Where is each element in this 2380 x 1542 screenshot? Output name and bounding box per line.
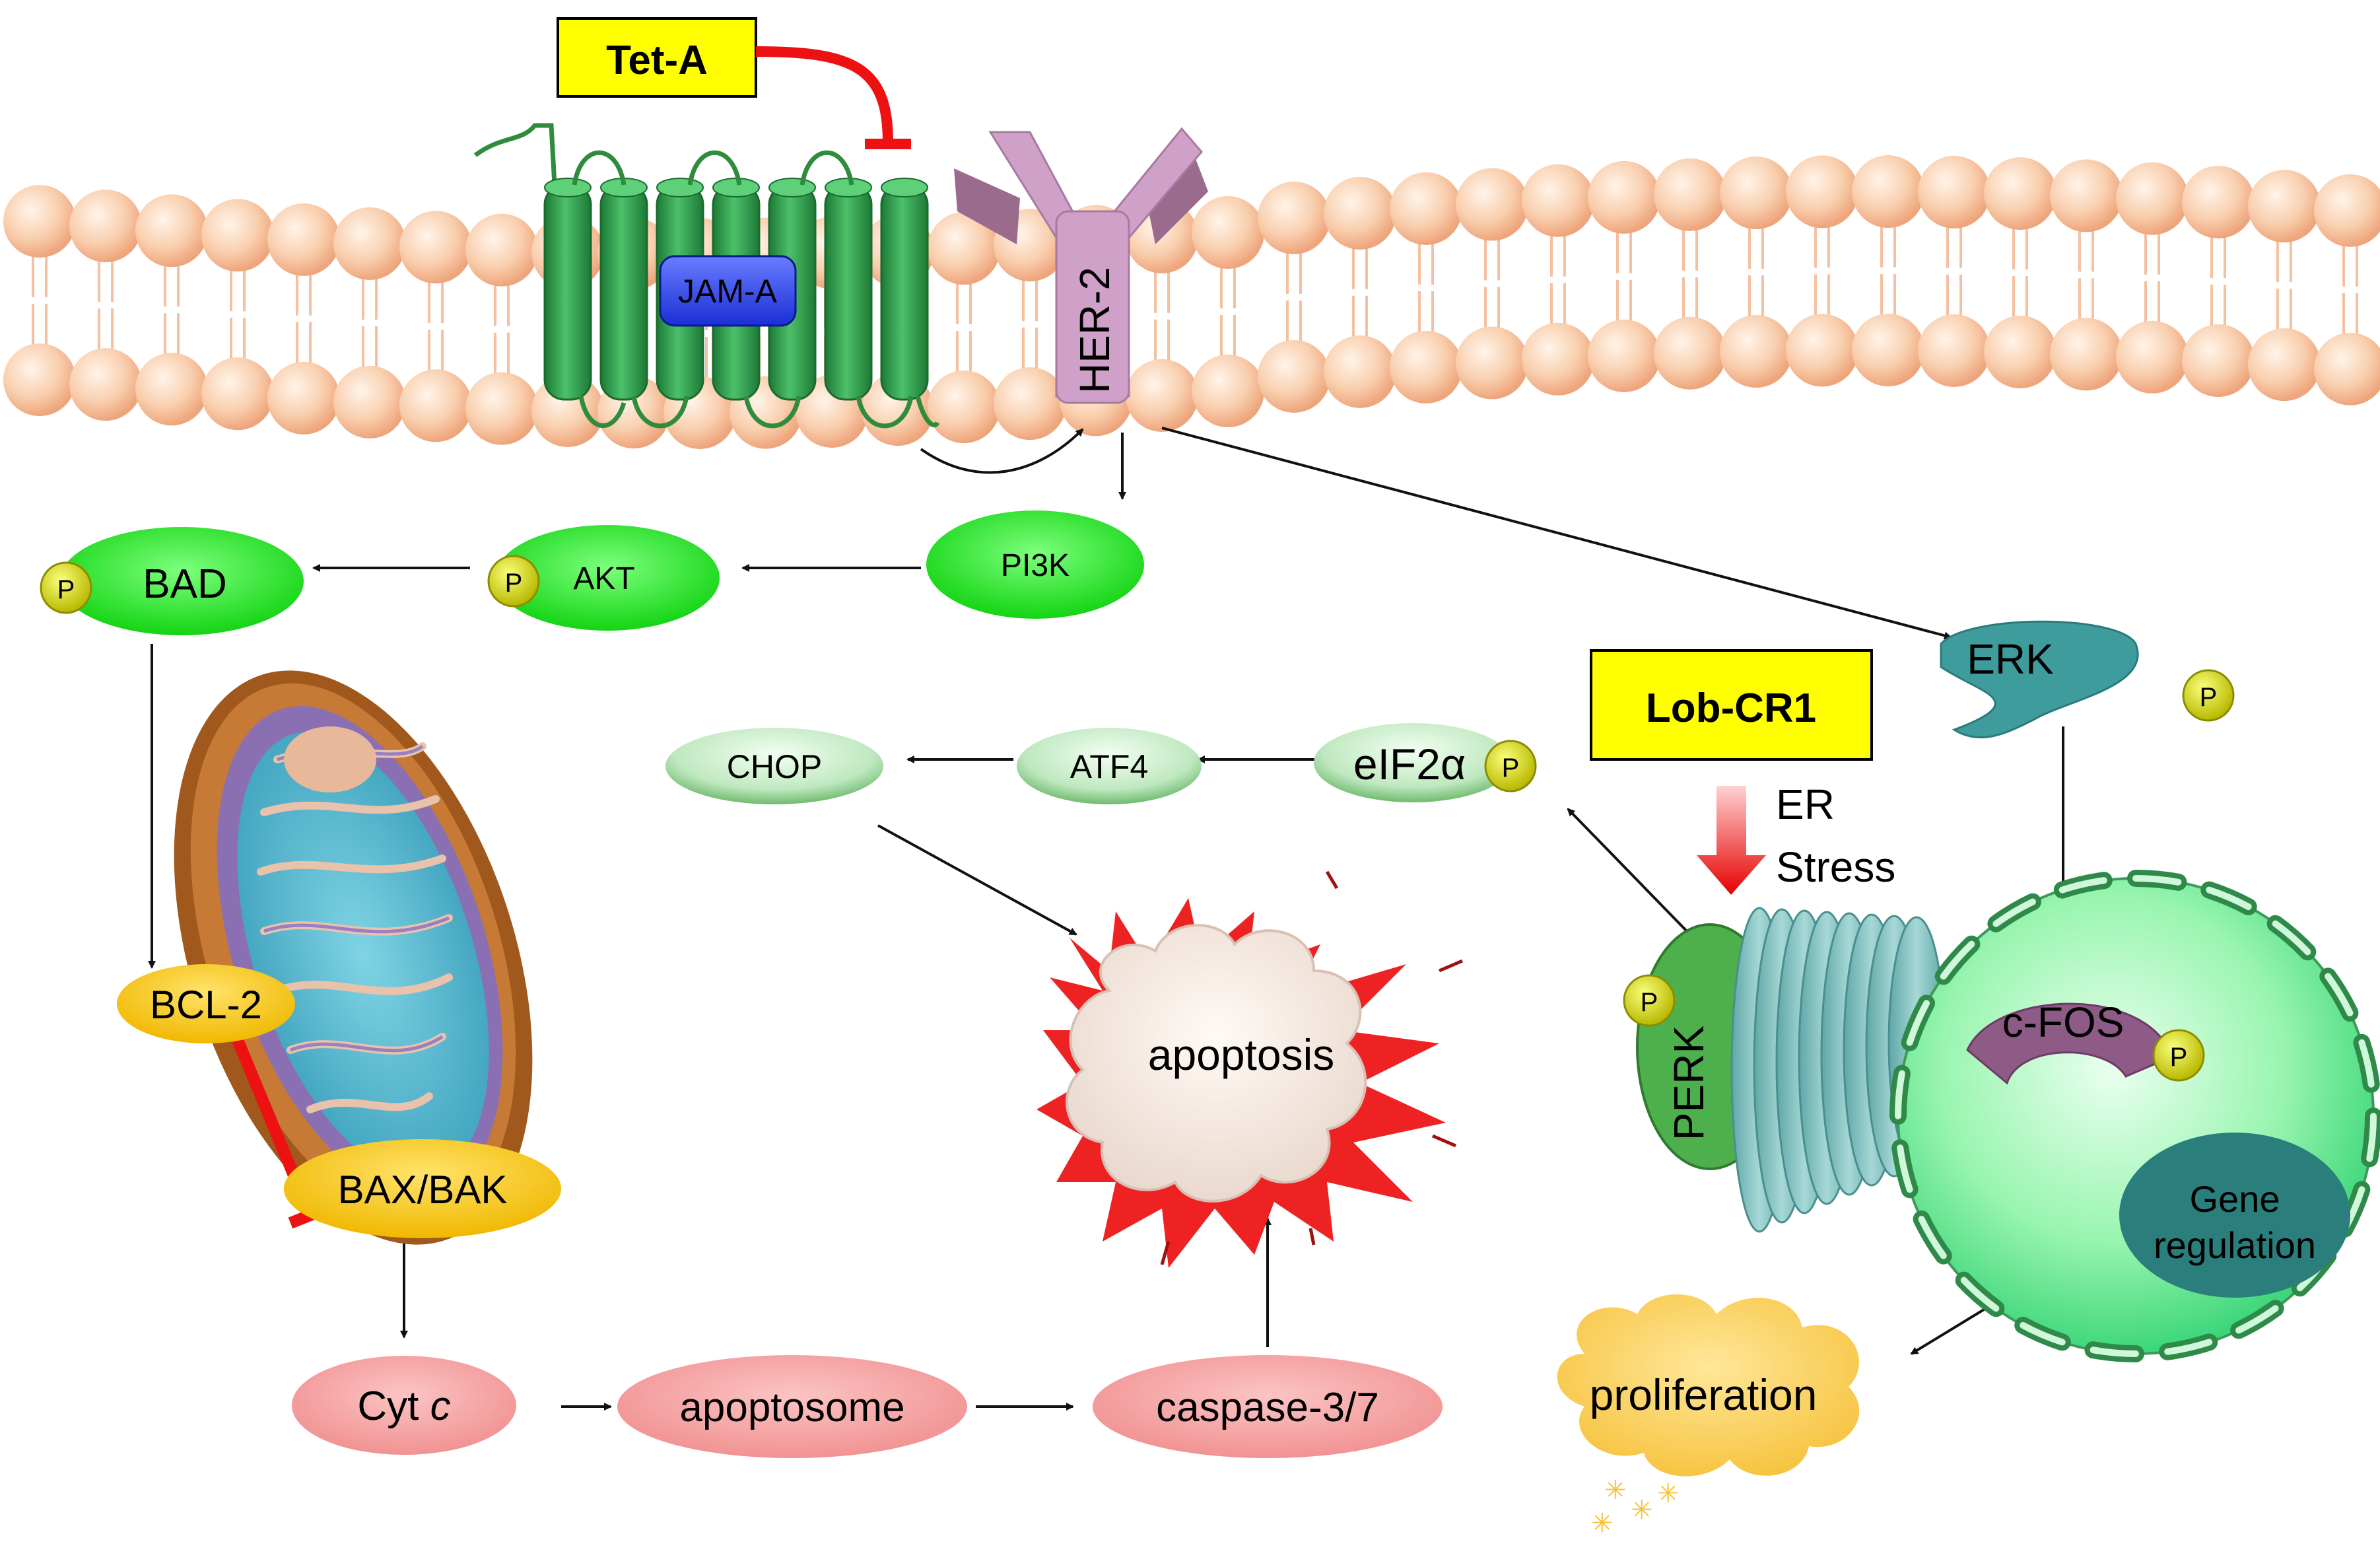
lipid-pair bbox=[1720, 157, 1792, 388]
proliferation-cloud: ✳ ✳ ✳ ✳ proliferation bbox=[1557, 1294, 1860, 1538]
chop-node: CHOP bbox=[665, 728, 883, 804]
lipid-pair bbox=[1918, 155, 1990, 387]
erk-label: ERK bbox=[1967, 635, 2054, 683]
atf4-node: ATF4 bbox=[1017, 728, 1202, 804]
bcl2-node: BCL-2 bbox=[117, 964, 295, 1043]
phospho-badge-akt: P bbox=[487, 555, 540, 608]
phospho-badge-bad: P bbox=[40, 561, 92, 614]
jam-a-label-box bbox=[659, 255, 797, 327]
tet-a-inhibition-line bbox=[755, 46, 893, 143]
jam-a-label: JAM-A bbox=[678, 273, 778, 310]
caspase-label: caspase-3/7 bbox=[1156, 1385, 1379, 1430]
jam-a-helix bbox=[599, 184, 648, 401]
svg-text:✳: ✳ bbox=[1657, 1479, 1680, 1508]
tet-a-label: Tet-A bbox=[606, 38, 708, 83]
lipid-pair bbox=[3, 185, 76, 417]
lipid-pair bbox=[2314, 174, 2380, 405]
jam-a-helix bbox=[880, 184, 929, 401]
jam-a-helix bbox=[824, 184, 873, 401]
nucleus: c-FOS Gene regulation bbox=[1889, 870, 2380, 1362]
c-fos-label: c-FOS bbox=[2002, 999, 2125, 1046]
lipid-pair bbox=[1456, 168, 1528, 400]
lipid-pair bbox=[267, 203, 340, 435]
lipid-pair bbox=[1192, 196, 1264, 428]
chop-label: CHOP bbox=[727, 748, 822, 785]
lipid-pair bbox=[465, 213, 538, 445]
lipid-pair bbox=[201, 199, 274, 431]
svg-text:P: P bbox=[505, 569, 523, 598]
lipid-pair bbox=[1390, 172, 1462, 403]
eif2a-node: eIF2α bbox=[1314, 723, 1512, 802]
svg-text:P: P bbox=[1641, 988, 1658, 1017]
erk-node: ERK bbox=[1940, 620, 2139, 739]
bad-node: BAD bbox=[59, 527, 304, 635]
lipid-pair bbox=[1984, 157, 2057, 389]
svg-text:✳: ✳ bbox=[1604, 1476, 1627, 1505]
lipid-pair bbox=[1324, 176, 1396, 408]
lipid-pair bbox=[333, 207, 406, 438]
lipid-pair bbox=[2116, 162, 2189, 394]
tet-a-box bbox=[557, 17, 757, 98]
lipid-pair bbox=[1786, 155, 1858, 387]
pi3k-node: PI3K bbox=[926, 510, 1144, 619]
apoptosis-label: apoptosis bbox=[1148, 1030, 1335, 1079]
apoptosome-label: apoptosome bbox=[679, 1385, 904, 1430]
jam-a-receptor: JAM-A bbox=[473, 123, 940, 429]
lipid-pair bbox=[1588, 160, 1660, 392]
phospho-badge-cfos: P bbox=[2152, 1029, 2205, 1082]
bad-label: BAD bbox=[143, 561, 226, 607]
gene-regulation-line1: Gene bbox=[2190, 1178, 2280, 1220]
bax-bak-label: BAX/BAK bbox=[338, 1168, 508, 1212]
apoptosome-node: apoptosome bbox=[617, 1355, 967, 1458]
er-stress-arrow bbox=[1697, 786, 1766, 895]
jam-a-helix bbox=[543, 184, 592, 401]
proliferation-label: proliferation bbox=[1590, 1370, 1818, 1419]
akt-label: AKT bbox=[573, 561, 634, 596]
cyt-c-node: Cyt c bbox=[292, 1356, 516, 1455]
bcl2-label: BCL-2 bbox=[150, 983, 262, 1027]
phospho-badges: P P P P P P bbox=[40, 555, 2235, 1082]
lipid-pair bbox=[2050, 159, 2123, 391]
lipid-pair bbox=[69, 190, 142, 421]
svg-text:✳: ✳ bbox=[1591, 1509, 1614, 1538]
phospho-badge-perk: P bbox=[1623, 974, 1676, 1027]
atf4-label: ATF4 bbox=[1070, 748, 1149, 785]
apoptosis-burst: apoptosis bbox=[1037, 870, 1463, 1268]
cyt-c-label: Cyt c bbox=[357, 1384, 450, 1429]
lipid-pair bbox=[2182, 166, 2255, 398]
gene-regulation-line2: regulation bbox=[2154, 1224, 2316, 1266]
her2-label: HER-2 bbox=[1071, 267, 1118, 394]
pi3k-label: PI3K bbox=[1001, 548, 1070, 583]
mitochondrion bbox=[174, 670, 533, 1245]
phospho-badge-eif2a: P bbox=[1484, 740, 1537, 792]
lipid-pair bbox=[135, 194, 208, 426]
er-stress-line1: ER bbox=[1776, 781, 1835, 828]
svg-text:P: P bbox=[57, 575, 75, 604]
lipid-pair bbox=[399, 211, 472, 442]
tet-a-drug: Tet-A bbox=[557, 17, 911, 149]
lipid-pair bbox=[1852, 155, 1924, 387]
svg-text:P: P bbox=[2170, 1043, 2188, 1072]
lipid-pair bbox=[1522, 164, 1594, 396]
svg-text:P: P bbox=[1502, 753, 1520, 783]
bax-bak-node: BAX/BAK bbox=[284, 1139, 561, 1238]
caspase-node: caspase-3/7 bbox=[1093, 1355, 1443, 1458]
gene-regulation-node bbox=[2119, 1133, 2350, 1298]
eif2a-label: eIF2α bbox=[1353, 740, 1466, 789]
er-stress-line2: Stress bbox=[1776, 843, 1895, 891]
her2-receptor: HER-2 bbox=[954, 127, 1208, 404]
svg-text:✳: ✳ bbox=[1631, 1496, 1653, 1525]
perk-label: PERK bbox=[1665, 1026, 1713, 1140]
lob-cr1-box bbox=[1590, 649, 1873, 761]
lipid-pair bbox=[1654, 158, 1726, 390]
lipid-pair bbox=[1258, 181, 1330, 413]
akt-node: AKT bbox=[495, 525, 720, 631]
lipid-pair bbox=[928, 212, 1000, 444]
lipid-pair bbox=[2248, 170, 2321, 402]
phospho-badge-erk: P bbox=[2182, 669, 2235, 722]
svg-text:P: P bbox=[2200, 683, 2218, 712]
lob-cr1-drug: Lob-CR1 ER Stress bbox=[1590, 649, 1895, 895]
lob-cr1-label: Lob-CR1 bbox=[1646, 685, 1816, 731]
